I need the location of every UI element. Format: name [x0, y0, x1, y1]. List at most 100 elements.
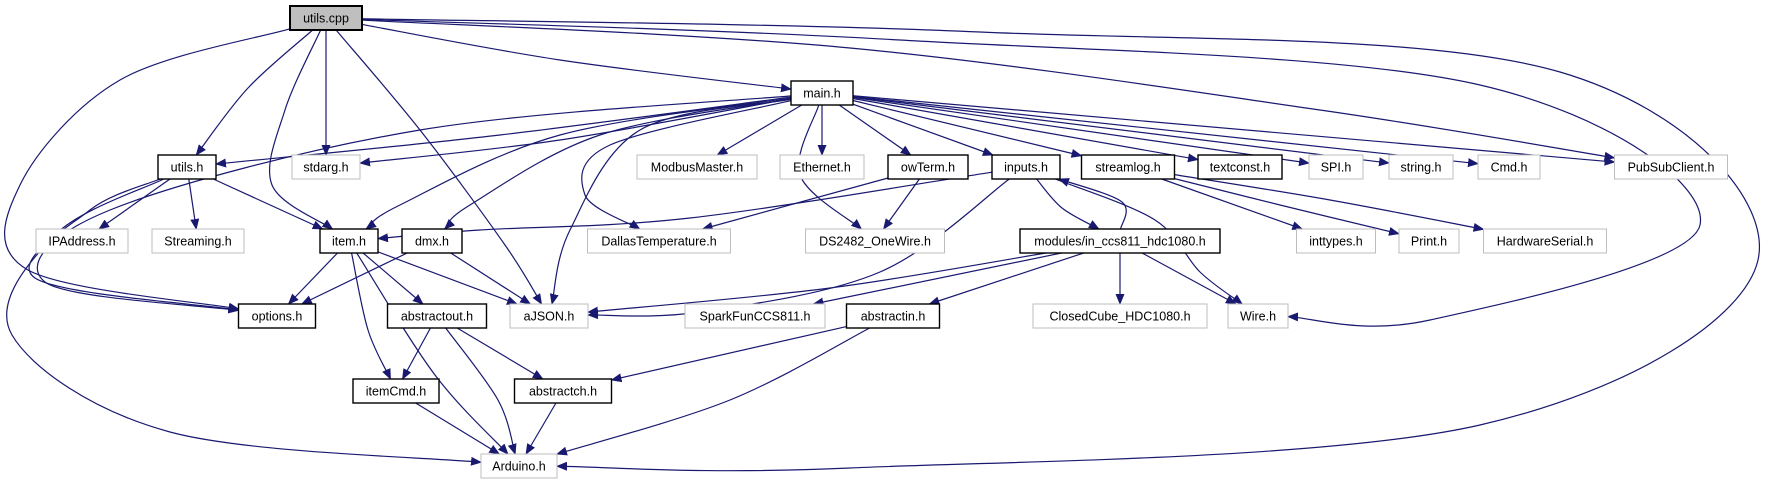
node-label: item.h	[332, 235, 366, 249]
edge-utils-cpp-to-options-h	[4, 28, 291, 312]
edge-modules-in-ccs811-hdc1080-h-to-inputs-h	[1057, 178, 1127, 230]
edge-modules-in-ccs811-hdc1080-h-to-wire-h	[1141, 252, 1237, 305]
edge-main-h-to-owterm-h	[838, 104, 912, 156]
edge-main-h-to-dmx-h	[443, 98, 792, 230]
node-label: Ethernet.h	[793, 161, 851, 175]
node-arduino-h: Arduino.h	[480, 453, 558, 479]
node-box[interactable]	[845, 303, 941, 329]
node-box[interactable]	[1019, 228, 1221, 254]
node-box[interactable]	[1197, 154, 1283, 180]
node-box[interactable]	[513, 378, 613, 404]
node-main-h[interactable]: main.h	[790, 80, 854, 106]
node-box	[684, 303, 826, 329]
node-item-h[interactable]: item.h	[319, 228, 379, 254]
node-label: inttypes.h	[1309, 235, 1363, 249]
node-box[interactable]	[887, 154, 969, 180]
node-box	[35, 228, 129, 254]
node-box[interactable]	[157, 154, 217, 180]
node-label: stdarg.h	[303, 161, 348, 175]
node-pubsubclient-h: PubSubClient.h	[1614, 154, 1728, 180]
node-label: Wire.h	[1240, 310, 1276, 324]
node-box[interactable]	[1080, 154, 1176, 180]
node-label: SparkFunCCS811.h	[700, 310, 811, 324]
edge-main-h-to-inputs-h	[852, 103, 994, 156]
edge-item-h-to-ajson-h	[377, 251, 518, 305]
edge-utils-cpp-to-arduino-h	[361, 18, 1760, 472]
node-label: inputs.h	[1004, 161, 1048, 175]
node-label: DallasTemperature.h	[601, 235, 716, 249]
node-box[interactable]	[790, 80, 854, 106]
edge-main-h-to-dallastemperature-h	[581, 100, 792, 230]
edges-layer	[4, 18, 1760, 472]
edge-modules-in-ccs811-hdc1080-h-to-abstractin-h	[928, 252, 1084, 306]
node-label: utils.h	[171, 161, 204, 175]
node-box[interactable]	[386, 303, 488, 329]
node-label: ClosedCube_HDC1080.h	[1049, 310, 1190, 324]
node-dmx-h[interactable]: dmx.h	[401, 228, 463, 254]
node-label: HardwareSerial.h	[1497, 235, 1594, 249]
edge-utils-cpp-to-pubsubclient-h	[361, 19, 1616, 161]
edge-main-h-to-ajson-h	[549, 98, 792, 305]
node-inputs-h[interactable]: inputs.h	[991, 154, 1061, 180]
node-box[interactable]	[319, 228, 379, 254]
node-label: Print.h	[1411, 235, 1447, 249]
node-box	[636, 154, 758, 180]
node-streamlog-h[interactable]: streamlog.h	[1080, 154, 1176, 180]
node-box	[291, 154, 361, 180]
edge-abstractin-h-to-abstractch-h	[610, 325, 847, 383]
edge-utils-h-to-item-h	[213, 178, 324, 230]
node-box[interactable]	[401, 228, 463, 254]
edge-owterm-h-to-ds2482-onewire-h	[883, 178, 920, 230]
edge-streamlog-h-to-print-h	[1174, 178, 1400, 236]
node-label: main.h	[803, 87, 841, 101]
node-label: SPI.h	[1321, 161, 1352, 175]
edge-item-h-to-arduino-h	[356, 252, 509, 455]
edge-item-h-to-options-h	[287, 252, 338, 305]
node-options-h[interactable]: options.h	[237, 303, 317, 329]
node-label: Arduino.h	[492, 460, 546, 474]
edge-main-h-to-spi-h	[852, 96, 1310, 167]
edge-main-h-to-item-h	[365, 97, 792, 230]
node-abstractch-h[interactable]: abstractch.h	[513, 378, 613, 404]
node-itemcmd-h[interactable]: itemCmd.h	[352, 378, 440, 404]
node-box	[1388, 154, 1454, 180]
node-box[interactable]	[237, 303, 317, 329]
node-box	[779, 154, 865, 180]
edge-main-h-to-options-h	[36, 95, 792, 314]
node-box	[1477, 154, 1541, 180]
node-abstractin-h[interactable]: abstractin.h	[845, 303, 941, 329]
node-label: abstractin.h	[861, 310, 926, 324]
node-sparkfunccs811-h: SparkFunCCS811.h	[684, 303, 826, 329]
node-label: Cmd.h	[1491, 161, 1528, 175]
node-box	[289, 5, 363, 31]
node-label: streamlog.h	[1095, 161, 1160, 175]
node-box	[1483, 228, 1607, 254]
node-abstractout-h[interactable]: abstractout.h	[386, 303, 488, 329]
edge-utils-h-to-arduino-h	[6, 178, 482, 466]
node-owterm-h[interactable]: owTerm.h	[887, 154, 969, 180]
edge-abstractin-h-to-arduino-h	[556, 327, 870, 456]
node-box	[151, 228, 245, 254]
node-box	[1296, 228, 1376, 254]
node-modules-in-ccs811-hdc1080-h[interactable]: modules/in_ccs811_hdc1080.h	[1019, 228, 1221, 254]
node-ethernet-h: Ethernet.h	[779, 154, 865, 180]
node-string-h: string.h	[1388, 154, 1454, 180]
edge-main-h-to-textconst-h	[852, 97, 1199, 163]
node-inttypes-h: inttypes.h	[1296, 228, 1376, 254]
edge-abstractout-h-to-abstractch-h	[456, 327, 544, 380]
edge-inputs-h-to-modules-in-ccs811-hdc1080-h	[1036, 178, 1100, 230]
node-box	[1227, 303, 1289, 329]
node-label: DS2482_OneWire.h	[819, 235, 931, 249]
node-label: options.h	[252, 310, 303, 324]
node-label: dmx.h	[415, 235, 449, 249]
node-box[interactable]	[352, 378, 440, 404]
edge-streamlog-h-to-hardwareserial-h	[1174, 174, 1485, 232]
node-utils-h[interactable]: utils.h	[157, 154, 217, 180]
node-label: IPAddress.h	[48, 235, 115, 249]
node-textconst-h[interactable]: textconst.h	[1197, 154, 1283, 180]
node-box[interactable]	[991, 154, 1061, 180]
node-print-h: Print.h	[1398, 228, 1460, 254]
